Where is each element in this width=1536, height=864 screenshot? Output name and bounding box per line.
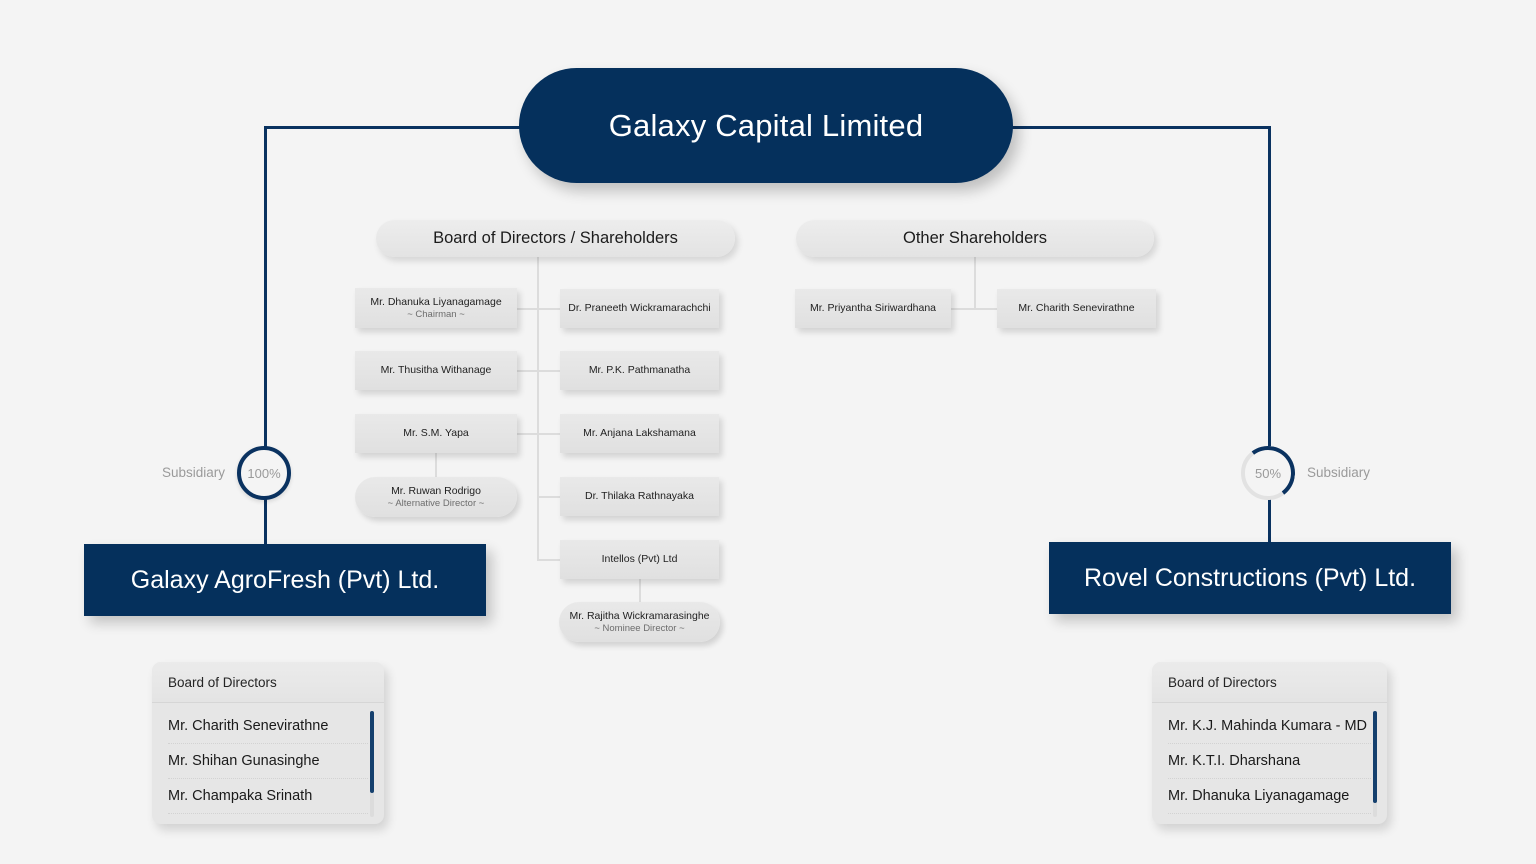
list-item[interactable]: Mr. Champaka Srinath — [168, 779, 368, 814]
member-box-dhanuka-liyanagamage[interactable]: Mr. Dhanuka Liyanagamage ~ Chairman ~ — [355, 288, 517, 328]
right-subsidiary-relation-label: Subsidiary — [1307, 465, 1371, 480]
connector-board-spine — [537, 257, 539, 561]
member-name: Intellos (Pvt) Ltd — [601, 552, 678, 565]
root-node-galaxy-capital[interactable]: Galaxy Capital Limited — [519, 68, 1013, 183]
member-name: Mr. Charith Senevirathne — [1018, 301, 1135, 314]
section-header-other-label: Other Shareholders — [903, 229, 1047, 247]
member-box-praneeth-wickramarachchi[interactable]: Dr. Praneeth Wickramarachchi — [560, 289, 719, 328]
left-ownership-percent-label: 100% — [247, 465, 281, 481]
list-item[interactable]: Mr. K.J. Mahinda Kumara - MD — [1168, 709, 1371, 744]
list-item[interactable]: Mr. Dhanuka Liyanagamage — [1168, 779, 1371, 814]
list-item[interactable]: Mr. Shihan Gunasinghe — [168, 744, 368, 779]
right-ownership-percent-label: 50% — [1254, 465, 1282, 481]
subsidiary-label: Galaxy AgroFresh (Pvt) Ltd. — [130, 565, 440, 594]
member-role: ~ Chairman ~ — [407, 308, 465, 320]
ownership-ring-base — [1241, 446, 1295, 500]
member-box-thilaka-rathnayaka[interactable]: Dr. Thilaka Rathnayaka — [560, 477, 719, 516]
connector-board-right-2 — [537, 370, 560, 372]
right-directors-panel: Board of Directors Mr. K.J. Mahinda Kuma… — [1152, 662, 1387, 824]
root-node-label: Galaxy Capital Limited — [608, 107, 924, 143]
connector-yapa-to-rodrigo — [435, 452, 437, 488]
connector-other-spine — [974, 257, 976, 309]
connector-board-left-1 — [516, 308, 538, 310]
left-ownership-percent-circle: 100% — [237, 446, 291, 500]
subsidiary-label: Rovel Constructions (Pvt) Ltd. — [1083, 563, 1417, 592]
member-box-thusitha-withanage[interactable]: Mr. Thusitha Withanage — [355, 351, 517, 390]
connector-intellos-to-rajitha — [639, 578, 641, 604]
right-ownership-percent-circle: 50% — [1237, 442, 1299, 504]
member-box-anjana-lakshamana[interactable]: Mr. Anjana Lakshamana — [560, 414, 719, 453]
connector-other-left — [951, 308, 974, 310]
member-name: Dr. Thilaka Rathnayaka — [585, 489, 694, 502]
section-header-board-of-directors[interactable]: Board of Directors / Shareholders — [376, 220, 735, 257]
member-box-priyantha-siriwardhana[interactable]: Mr. Priyantha Siriwardhana — [795, 289, 951, 328]
connector-board-right-3 — [537, 433, 560, 435]
member-box-intellos-pvt-ltd[interactable]: Intellos (Pvt) Ltd — [560, 540, 719, 579]
connector-board-right-4 — [537, 496, 560, 498]
right-panel-scrollbar-thumb[interactable] — [1373, 711, 1377, 803]
member-name: Mr. Dhanuka Liyanagamage — [370, 295, 502, 308]
member-name: Mr. Thusitha Withanage — [380, 363, 492, 376]
right-directors-panel-title: Board of Directors — [1152, 662, 1387, 703]
member-name: Mr. S.M. Yapa — [403, 426, 469, 439]
member-box-sm-yapa[interactable]: Mr. S.M. Yapa — [355, 414, 517, 453]
subsidiary-node-rovel-constructions[interactable]: Rovel Constructions (Pvt) Ltd. — [1049, 542, 1451, 614]
section-header-board-label: Board of Directors / Shareholders — [433, 229, 678, 247]
left-directors-panel: Board of Directors Mr. Charith Senevirat… — [152, 662, 384, 824]
member-name: Mr. Rajitha Wickramarasinghe — [569, 609, 710, 622]
member-name: Mr. Priyantha Siriwardhana — [809, 301, 937, 314]
member-name: Mr. P.K. Pathmanatha — [588, 363, 691, 376]
member-name: Dr. Praneeth Wickramarachchi — [568, 301, 711, 314]
left-subsidiary-relation-label: Subsidiary — [162, 465, 226, 480]
member-box-charith-senevirathne-shareholder[interactable]: Mr. Charith Senevirathne — [997, 289, 1156, 328]
member-role: ~ Alternative Director ~ — [387, 497, 485, 509]
connector-board-left-2 — [516, 370, 538, 372]
left-panel-scrollbar-thumb[interactable] — [370, 711, 374, 793]
list-item[interactable]: Mr. P.K. Pathmanatha — [1168, 814, 1371, 824]
connector-other-right — [974, 308, 997, 310]
connector-board-right-1 — [537, 308, 560, 310]
connector-board-right-5 — [537, 559, 560, 561]
member-role: ~ Nominee Director ~ — [594, 622, 685, 634]
connector-right-trunk — [1268, 126, 1271, 542]
member-box-ruwan-rodrigo[interactable]: Mr. Ruwan Rodrigo ~ Alternative Director… — [355, 477, 517, 517]
member-box-pk-pathmanatha[interactable]: Mr. P.K. Pathmanatha — [560, 351, 719, 390]
list-item[interactable]: Mr. Charith Senevirathne — [168, 709, 368, 744]
left-directors-panel-title: Board of Directors — [152, 662, 384, 703]
left-directors-list: Mr. Charith Senevirathne Mr. Shihan Guna… — [152, 703, 384, 824]
subsidiary-node-galaxy-agrofresh[interactable]: Galaxy AgroFresh (Pvt) Ltd. — [84, 544, 486, 616]
member-name: Mr. Anjana Lakshamana — [583, 426, 696, 439]
connector-board-left-3 — [516, 433, 538, 435]
member-box-rajitha-wickramarasinghe[interactable]: Mr. Rajitha Wickramarasinghe ~ Nominee D… — [559, 602, 720, 642]
section-header-other-shareholders[interactable]: Other Shareholders — [796, 220, 1154, 257]
connector-left-trunk — [264, 126, 267, 544]
right-directors-list: Mr. K.J. Mahinda Kumara - MD Mr. K.T.I. … — [1152, 703, 1387, 824]
ownership-ring-full — [237, 446, 291, 500]
member-name: Mr. Ruwan Rodrigo — [391, 484, 481, 497]
list-item[interactable]: Mr. K.T.I. Dharshana — [1168, 744, 1371, 779]
